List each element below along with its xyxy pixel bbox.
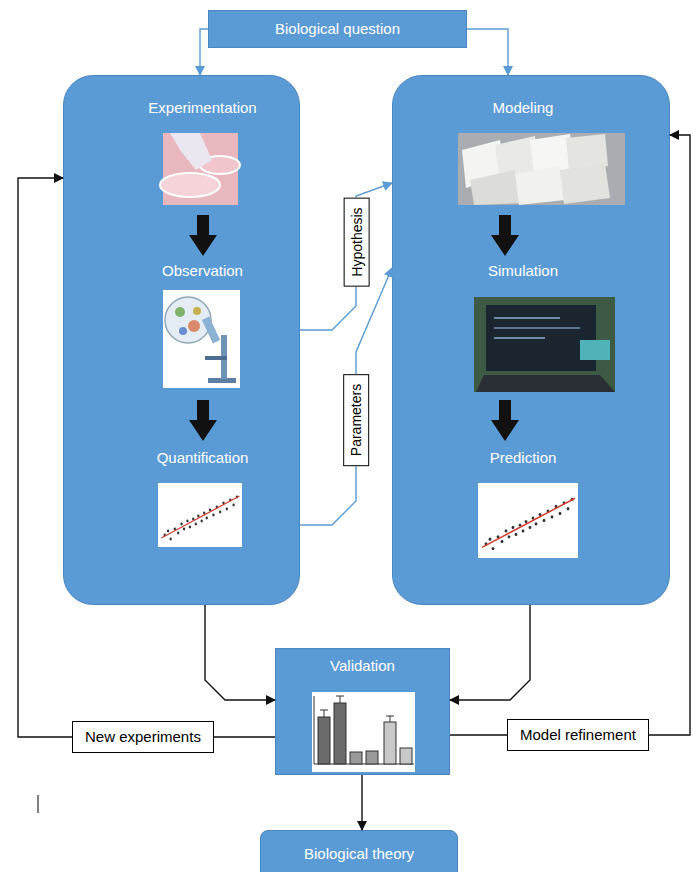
paper — [470, 170, 520, 205]
bar — [318, 717, 330, 764]
flow-connector — [450, 605, 530, 700]
arrow-shaft — [499, 215, 511, 237]
flow-connector — [18, 178, 275, 737]
petri-dish-photo — [160, 133, 240, 205]
stage-label: Observation — [162, 262, 243, 280]
background-water — [580, 340, 610, 360]
bar — [400, 748, 412, 764]
dish — [160, 173, 220, 197]
cell — [179, 327, 187, 335]
edge-label: Model refinement — [507, 719, 649, 751]
bar-chart — [312, 692, 415, 772]
scatter-points — [482, 498, 575, 550]
flow-connector — [300, 268, 392, 525]
arrow-shaft — [499, 400, 511, 422]
flow-arrow — [491, 400, 519, 441]
cell — [175, 307, 185, 317]
scatter-points — [161, 496, 239, 541]
microscope-stage — [205, 356, 227, 360]
arrow-shaft — [197, 215, 209, 237]
picture-ground — [163, 290, 240, 388]
flow-connector — [200, 29, 208, 75]
box-heading: Biological theory — [304, 845, 414, 863]
flow-connector — [300, 183, 392, 330]
scatter-plot — [478, 483, 578, 558]
paper — [560, 164, 610, 204]
arrow-head — [189, 420, 217, 441]
box-heading: Biological question — [275, 20, 400, 38]
flow-connector — [467, 29, 508, 75]
arrow-head — [491, 420, 519, 441]
question-box: Biological question — [208, 10, 467, 48]
arrow-head — [491, 235, 519, 256]
arrow-head — [189, 235, 217, 256]
paper-stack-photo — [458, 133, 625, 205]
laptop-base — [476, 375, 615, 392]
stage-label: Simulation — [488, 262, 558, 280]
edge-label: Parameters — [343, 374, 369, 466]
edge-label: Hypothesis — [343, 197, 369, 286]
microscope-tube — [202, 317, 220, 344]
stray-mark — [38, 795, 39, 813]
box-heading: Validation — [330, 657, 395, 675]
cell — [193, 307, 201, 315]
chart-ground — [312, 692, 415, 772]
plot-ground — [478, 483, 578, 558]
box-heading: Modeling — [493, 99, 554, 117]
error-bars — [320, 696, 394, 722]
stage-label: Prediction — [490, 449, 557, 467]
flow-connector — [450, 135, 690, 735]
flow-connector — [361, 775, 362, 830]
axis — [314, 696, 315, 764]
bar — [366, 751, 378, 764]
edge-label: New experiments — [72, 721, 214, 753]
scatter-plot — [158, 483, 242, 547]
flow-arrow — [491, 215, 519, 256]
photo-ground — [458, 133, 625, 205]
microscope-picture — [163, 290, 240, 388]
flow-arrow — [189, 215, 217, 256]
photo-ground — [474, 297, 615, 392]
flow-connector — [205, 605, 275, 700]
bar — [350, 752, 362, 764]
laptop-photo — [474, 297, 615, 392]
arrow-shaft — [197, 400, 209, 422]
flow-arrow — [189, 400, 217, 441]
cell — [188, 320, 200, 332]
stage-label: Quantification — [157, 449, 249, 467]
theory-box: Biological theory — [260, 830, 458, 872]
screen-line — [494, 317, 560, 319]
screen-line — [494, 327, 580, 329]
bar — [334, 703, 346, 764]
laptop-screen — [486, 305, 596, 371]
screen-line — [494, 337, 545, 339]
bar — [384, 722, 396, 764]
paper — [515, 166, 565, 205]
glove — [170, 133, 212, 170]
plot-ground — [158, 483, 242, 547]
box-heading: Experimentation — [148, 99, 256, 117]
